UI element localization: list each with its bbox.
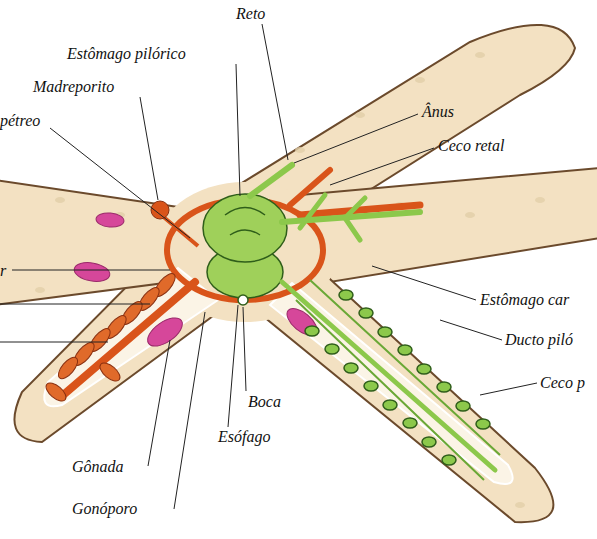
- starfish-arms: [0, 25, 597, 522]
- dissected-lower-left-arm: [44, 268, 218, 406]
- part-label: Ducto piló: [505, 331, 573, 349]
- part-label: Esófago: [218, 428, 270, 446]
- right-arm: [300, 168, 597, 282]
- water-vascular-system: [43, 170, 420, 404]
- dissected-lower-right-arm: [270, 283, 513, 484]
- part-label: Ceco p: [540, 374, 585, 392]
- digestive-system: [203, 165, 500, 480]
- part-label: Estômago car: [480, 291, 569, 309]
- part-label: Estômago pilórico: [67, 45, 186, 63]
- part-label: Reto: [236, 5, 265, 23]
- part-label: Gônada: [72, 458, 124, 476]
- part-label: Ânus: [422, 103, 454, 121]
- part-label: pétreo: [0, 112, 40, 130]
- arm-texture: [35, 52, 545, 508]
- part-label: r: [0, 262, 6, 280]
- part-label: Ceco retal: [438, 137, 505, 155]
- part-label: Madreporito: [33, 78, 114, 96]
- part-label: Boca: [248, 393, 281, 411]
- part-label: Gonóporo: [72, 500, 137, 518]
- leader-lines: [0, 24, 537, 509]
